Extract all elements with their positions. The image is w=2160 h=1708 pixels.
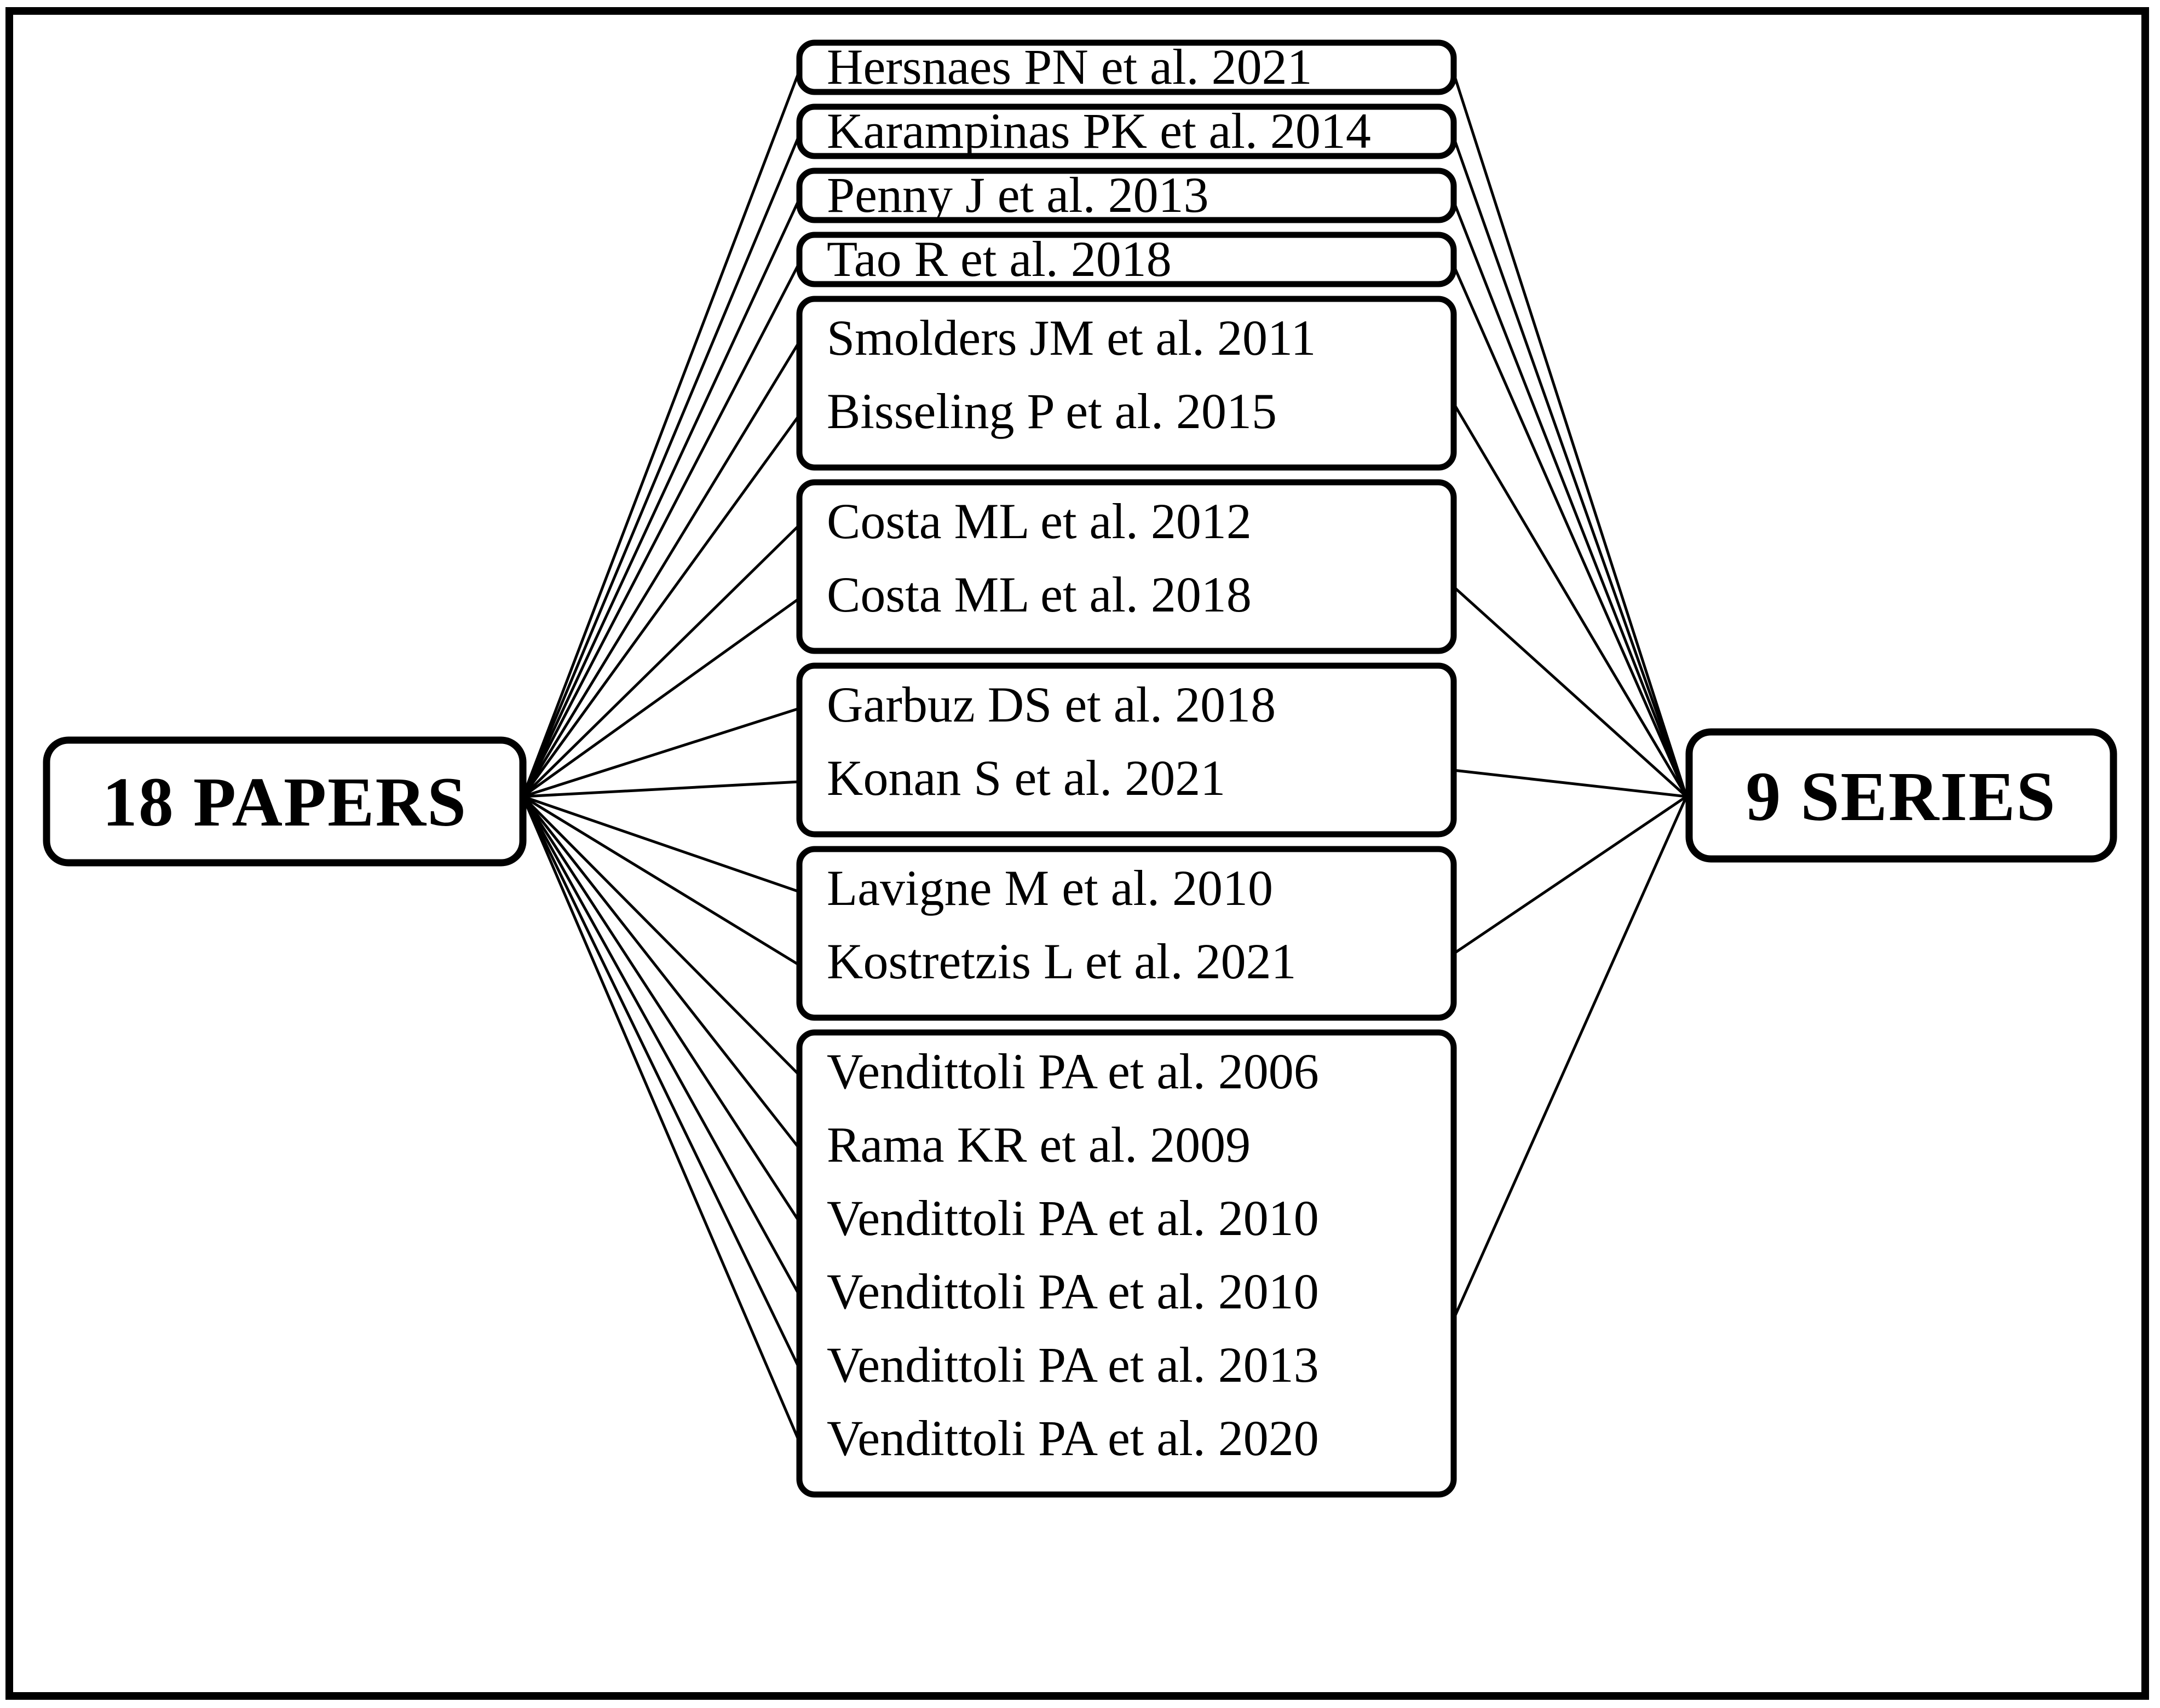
paper-label: Costa ML et al. 2012	[827, 493, 1252, 549]
node-9-series-label: 9 SERIES	[1746, 758, 2056, 835]
link-left-paper-15	[521, 795, 801, 1223]
link-left-paper-2	[521, 134, 801, 797]
link-left-paper-11	[522, 795, 800, 893]
link-left-paper-10	[522, 780, 800, 798]
paper-label: Vendittoli PA et al. 2020	[827, 1410, 1319, 1466]
link-group-7-right	[1453, 769, 1687, 798]
series-group-4[interactable]: Tao R et al. 2018	[796, 231, 1457, 287]
paper-label: Garbuz DS et al. 2018	[827, 677, 1276, 732]
series-group-4-box[interactable]	[796, 232, 1457, 287]
link-group-9-right	[1452, 795, 1688, 1320]
paper-label: Tao R et al. 2018	[827, 231, 1172, 287]
series-group-1-box[interactable]	[796, 39, 1457, 95]
paper-label: Vendittoli PA et al. 2010	[827, 1190, 1319, 1246]
paper-label: Vendittoli PA et al. 2006	[827, 1043, 1319, 1099]
series-group-2[interactable]: Karampinas PK et al. 2014	[796, 103, 1457, 159]
series-group-9[interactable]: Vendittoli PA et al. 2006 Rama KR et al.…	[796, 1029, 1457, 1498]
series-group-6-box[interactable]	[796, 479, 1457, 654]
right-connector-lines	[1452, 73, 1688, 1320]
node-9-series-box[interactable]	[1685, 728, 2117, 863]
link-left-paper-4	[521, 262, 801, 798]
series-group-6[interactable]: Costa ML et al. 2012 Costa ML et al. 201…	[796, 479, 1457, 654]
paper-label: Smolders JM et al. 2011	[827, 310, 1316, 366]
series-group-3-box[interactable]	[796, 168, 1457, 223]
series-group-7-box[interactable]	[796, 662, 1457, 838]
link-left-paper-9	[522, 707, 800, 798]
link-group-4-right	[1452, 264, 1688, 798]
link-group-1-right	[1452, 73, 1688, 797]
series-group-3[interactable]: Penny J et al. 2013	[796, 167, 1457, 223]
link-left-paper-14	[522, 795, 800, 1150]
node-9-series[interactable]: 9 SERIES	[1685, 728, 2117, 863]
link-group-5-right	[1452, 402, 1688, 798]
link-group-3-right	[1452, 200, 1688, 797]
link-left-paper-16	[521, 795, 801, 1296]
node-18-papers[interactable]: 18 PAPERS	[43, 736, 527, 867]
series-group-7[interactable]: Garbuz DS et al. 2018 Konan S et al. 202…	[796, 662, 1457, 838]
link-left-paper-18	[521, 796, 801, 1442]
node-18-papers-box[interactable]	[43, 736, 527, 867]
link-group-8-right	[1453, 795, 1687, 955]
figure-border	[5, 7, 2149, 1700]
link-left-paper-13	[522, 795, 800, 1076]
paper-label: Costa ML et al. 2018	[827, 567, 1252, 622]
paper-label: Vendittoli PA et al. 2013	[827, 1337, 1319, 1393]
series-group-2-box[interactable]	[796, 103, 1457, 159]
series-group-9-box[interactable]	[796, 1029, 1457, 1498]
link-left-paper-5	[521, 341, 801, 798]
paper-label: Hersnaes PN et al. 2021	[827, 39, 1312, 95]
series-group-5-box[interactable]	[796, 296, 1457, 471]
link-left-paper-3	[521, 198, 801, 798]
paper-label: Lavigne M et al. 2010	[827, 860, 1273, 916]
paper-label: Karampinas PK et al. 2014	[827, 103, 1371, 159]
series-group-8-box[interactable]	[796, 846, 1457, 1021]
paper-label: Penny J et al. 2013	[827, 167, 1209, 223]
link-group-6-right	[1453, 586, 1687, 798]
node-18-papers-label: 18 PAPERS	[102, 763, 467, 841]
paper-label: Bisseling P et al. 2015	[827, 383, 1277, 439]
series-group-1[interactable]: Hersnaes PN et al. 2021	[796, 39, 1457, 95]
link-left-paper-17	[521, 795, 801, 1370]
link-left-paper-7	[522, 524, 800, 798]
link-left-paper-6	[521, 414, 801, 798]
series-group-5[interactable]: Smolders JM et al. 2011 Bisseling P et a…	[796, 296, 1457, 471]
paper-label: Kostretzis L et al. 2021	[827, 933, 1297, 989]
link-left-paper-1	[521, 70, 801, 797]
series-group-8[interactable]: Lavigne M et al. 2010 Kostretzis L et al…	[796, 846, 1457, 1021]
link-group-2-right	[1452, 136, 1688, 797]
paper-label: Rama KR et al. 2009	[827, 1117, 1251, 1173]
link-left-paper-8	[522, 597, 800, 798]
paper-label: Konan S et al. 2021	[827, 750, 1225, 806]
left-connector-lines	[521, 70, 801, 1442]
paper-label: Vendittoli PA et al. 2010	[827, 1263, 1319, 1319]
link-left-paper-12	[522, 795, 800, 967]
